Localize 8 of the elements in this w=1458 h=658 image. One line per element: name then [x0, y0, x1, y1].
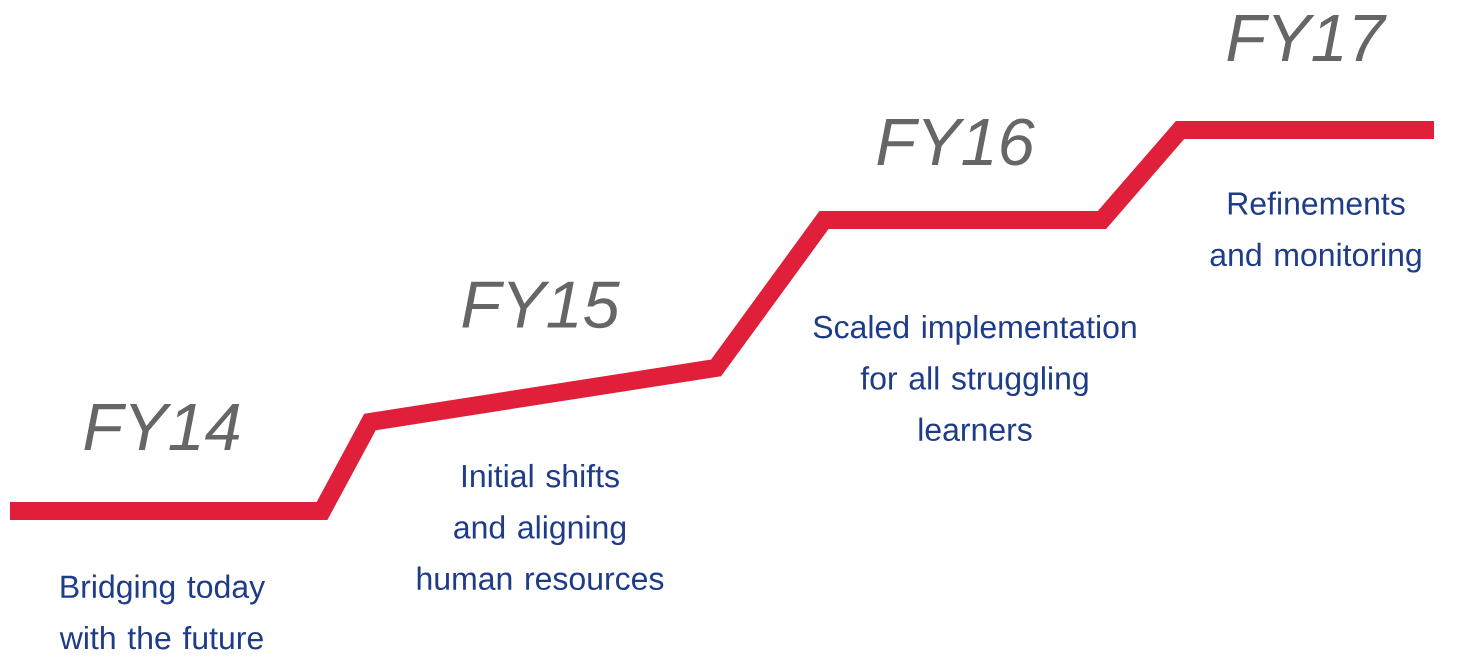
stage-description: Scaled implementation for all struggling learners — [813, 314, 1136, 442]
year-label: FY17 — [1227, 15, 1387, 61]
year-label: FY14 — [84, 404, 240, 450]
year-label: FY16 — [877, 118, 1035, 166]
stage-description: Initial shifts and aligning human resources — [417, 463, 664, 591]
stage-description: Bridging today with the future — [59, 574, 266, 650]
year-label: FY15 — [462, 281, 620, 329]
stage-description: Refinements and monitoring — [1210, 191, 1421, 273]
